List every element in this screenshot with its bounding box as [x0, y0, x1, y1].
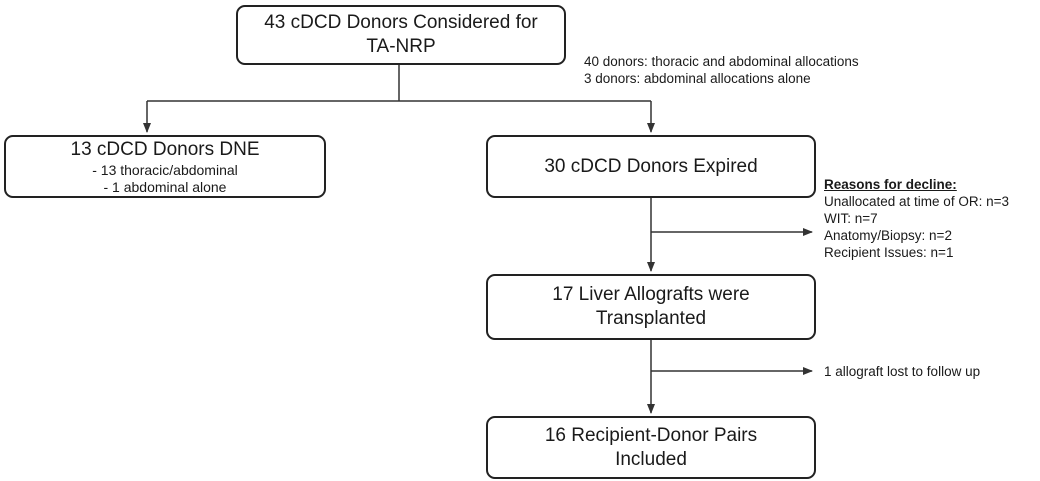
decline-reason-4: Recipient Issues: n=1: [824, 245, 954, 260]
allocations-note: 40 donors: thoracic and abdominal alloca…: [584, 53, 859, 87]
box-included: 16 Recipient-Donor Pairs Included: [486, 416, 816, 479]
allocations-line-1: 40 donors: thoracic and abdominal alloca…: [584, 54, 859, 69]
decline-reasons-note: Reasons for decline: Unallocated at time…: [824, 176, 1009, 261]
box-transplanted: 17 Liver Allografts were Transplanted: [486, 274, 816, 340]
box-dne-title: 13 cDCD Donors DNE: [70, 138, 260, 160]
decline-reason-3: Anatomy/Biopsy: n=2: [824, 228, 952, 243]
box-transplanted-text: 17 Liver Allografts were Transplanted: [552, 284, 750, 329]
decline-reason-1: Unallocated at time of OR: n=3: [824, 194, 1009, 209]
box-dne: 13 cDCD Donors DNE - 13 thoracic/abdomin…: [4, 135, 326, 198]
box-considered-text: 43 cDCD Donors Considered for TA-NRP: [264, 12, 538, 57]
box-included-text: 16 Recipient-Donor Pairs Included: [544, 424, 758, 470]
box-dne-line-2: - 1 abdominal alone: [103, 178, 227, 195]
lost-note: 1 allograft lost to follow up: [824, 364, 981, 379]
decline-reason-2: WIT: n=7: [824, 211, 878, 226]
box-expired: 30 cDCD Donors Expired: [486, 135, 816, 198]
box-dne-line-1: - 13 thoracic/abdominal: [92, 161, 238, 178]
box-considered: 43 cDCD Donors Considered for TA-NRP: [236, 5, 566, 65]
allocations-line-2: 3 donors: abdominal allocations alone: [584, 71, 811, 86]
decline-heading: Reasons for decline:: [824, 177, 957, 192]
box-expired-text: 30 cDCD Donors Expired: [544, 155, 758, 177]
